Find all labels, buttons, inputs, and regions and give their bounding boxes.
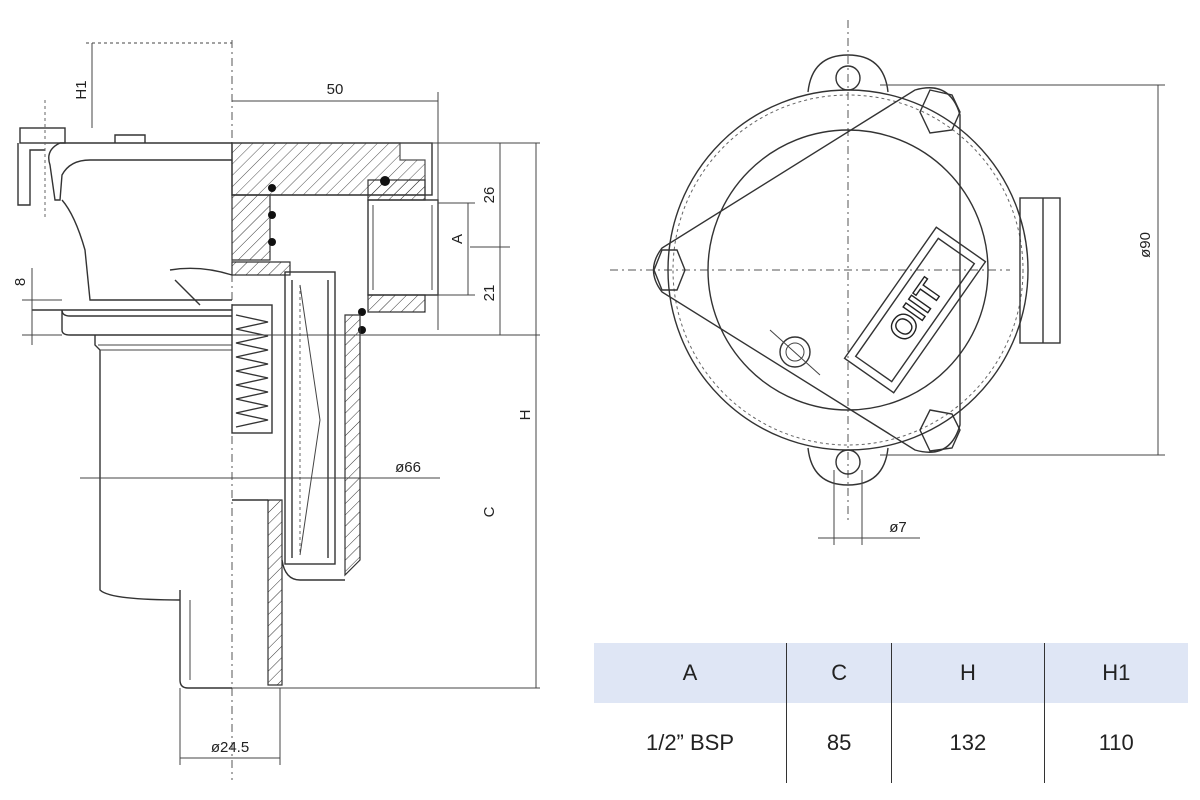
dim-50-label: 50: [327, 81, 344, 98]
dim-d66-label: ø66: [395, 459, 421, 476]
brand-logo: OIIT: [843, 226, 987, 394]
dim-a-label: A: [449, 234, 466, 244]
dim-d90-label: ø90: [1137, 232, 1154, 258]
table-header-row: A C H H1: [594, 643, 1188, 703]
spec-table: A C H H1 1/2” BSP 85 132 110: [594, 643, 1188, 783]
top-view: OIIT: [610, 20, 1061, 520]
table-cell-h: 132: [891, 703, 1044, 783]
dim-h1-label: H1: [73, 80, 90, 99]
top-view-dimensions: ø90 ø7: [818, 84, 1165, 545]
table-header-h1: H1: [1043, 643, 1188, 703]
side-section-view: [17, 40, 540, 780]
dim-8-label: 8: [12, 278, 29, 286]
dim-d24-5-label: ø24.5: [211, 739, 249, 756]
table-header-c: C: [785, 643, 892, 703]
dim-c-label: C: [481, 506, 498, 517]
table-cell-c: 85: [785, 703, 892, 783]
table-row: 1/2” BSP 85 132 110: [594, 703, 1188, 783]
dim-21-label: 21: [481, 285, 498, 302]
svg-text:OIIT: OIIT: [881, 272, 950, 348]
table-header-h: H: [891, 643, 1044, 703]
dim-h-label: H: [517, 410, 534, 421]
table-cell-a: 1/2” BSP: [645, 730, 735, 755]
dim-26-label: 26: [481, 187, 498, 204]
side-view-dimensions: H1 50 26 A 21 8 H C ø66 ø24.5: [12, 42, 537, 765]
table-cell-h1: 110: [1043, 703, 1188, 783]
dim-d7-label: ø7: [889, 519, 907, 536]
table-header-a: A: [594, 643, 787, 703]
